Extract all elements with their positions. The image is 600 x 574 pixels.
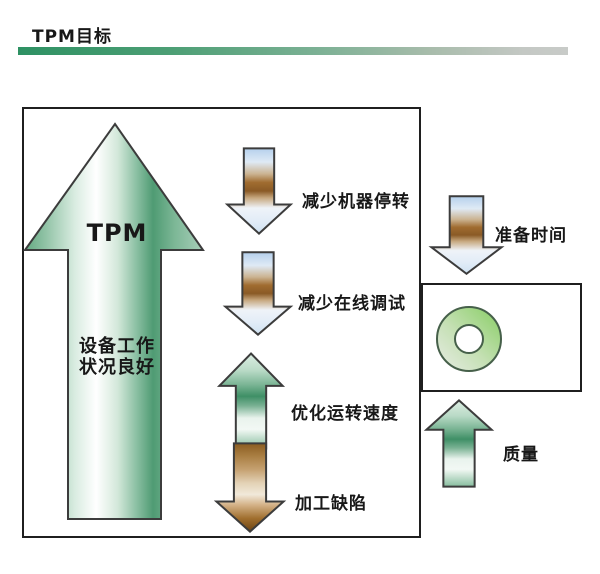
down-arrow-icon-machine-stops <box>226 147 292 235</box>
donut-ring-icon <box>436 306 502 372</box>
tpm-main-up-arrow-icon <box>23 122 205 521</box>
down-arrow-icon-processing-defects <box>215 442 285 533</box>
page-title: TPM目标 <box>32 27 112 47</box>
up-arrow-icon-running-speed <box>218 352 284 450</box>
tpm-arrow-sublabel: 设备工作 状况良好 <box>58 336 176 378</box>
down-arrow-icon-setup-time <box>430 195 503 275</box>
up-arrow-icon-quality <box>425 399 493 488</box>
tpm-arrow-label: TPM <box>86 219 148 247</box>
factor-label-running-speed: 优化运转速度 <box>291 404 399 424</box>
factor-label-quality: 质量 <box>503 445 539 465</box>
title-underline-bar <box>18 47 568 55</box>
factor-label-setup-time: 准备时间 <box>495 226 567 246</box>
factor-label-processing-defects: 加工缺陷 <box>295 494 367 514</box>
tpm-sublabel-line1: 设备工作 <box>79 336 155 357</box>
factor-label-machine-stops: 减少机器停转 <box>302 192 410 212</box>
down-arrow-icon-online-debugging <box>224 251 292 336</box>
tpm-sublabel-line2: 状况良好 <box>79 357 155 378</box>
factor-label-online-debugging: 减少在线调试 <box>298 294 406 314</box>
